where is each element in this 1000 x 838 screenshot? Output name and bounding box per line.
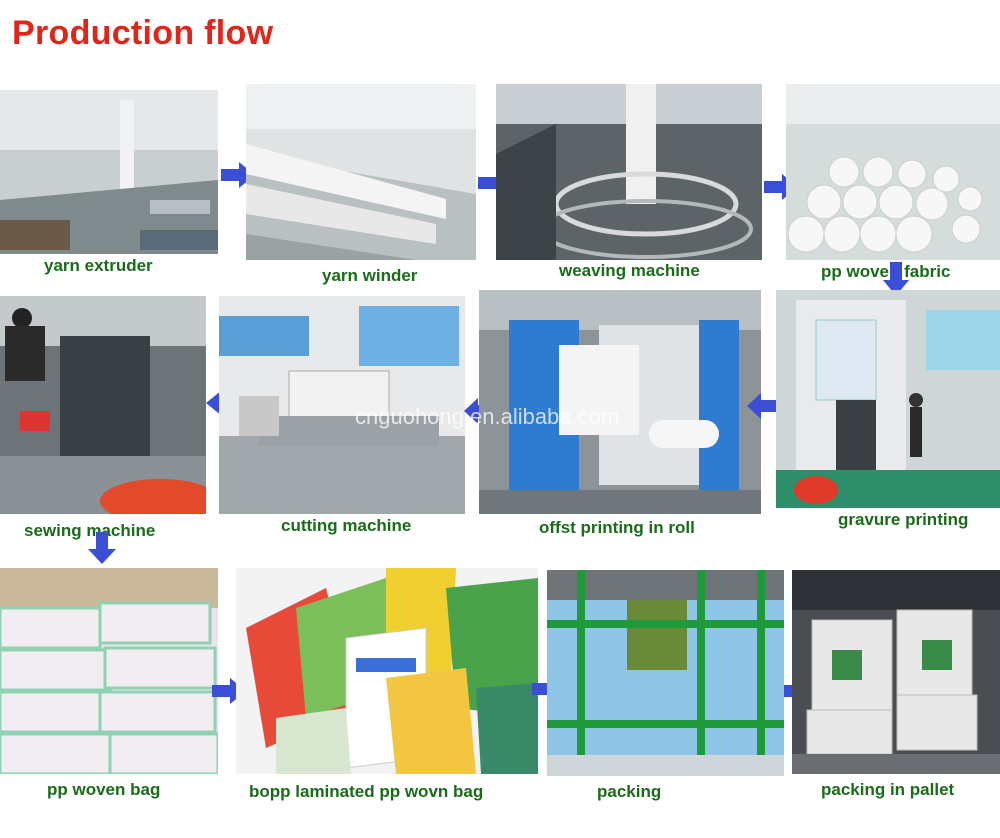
pp-woven-fabric-photo (786, 84, 1000, 260)
step-caption-yarn-winder: yarn winder (322, 266, 418, 285)
step-caption-sewing-machine: sewing machine (24, 521, 156, 540)
watermark: cnguohong.en.alibaba.com (355, 404, 620, 429)
step-caption-weaving-machine: weaving machine (559, 261, 700, 280)
packing-photo (547, 570, 784, 776)
weaving-machine-photo (496, 84, 762, 260)
step-caption-yarn-extruder: yarn extruder (44, 256, 153, 275)
step-caption-pp-woven-bag: pp woven bag (47, 780, 161, 799)
step-caption-gravure-printing: gravure printing (838, 510, 969, 529)
step-caption-bopp-bag: bopp laminated pp wovn bag (249, 782, 484, 801)
cutting-machine-photo (219, 296, 465, 514)
arrow-left-icon (747, 393, 777, 419)
packing-in-pallet-photo (792, 570, 1000, 774)
step-caption-packing: packing (597, 782, 662, 801)
step-caption-offset-printing: offst printing in roll (539, 518, 695, 537)
yarn-extruder-photo (0, 90, 218, 254)
arrow-down-icon (883, 262, 909, 296)
step-caption-packing-in-pallet: packing in pallet (821, 780, 955, 799)
offset-printing-photo (479, 290, 761, 514)
sewing-machine-photo (0, 296, 206, 514)
arrow-down-icon (88, 532, 116, 564)
pp-woven-bag-photo (0, 568, 218, 774)
gravure-printing-photo (776, 290, 1000, 508)
step-caption-cutting-machine: cutting machine (281, 516, 412, 535)
step-caption-pp-woven-fabric: pp woven fabric (821, 262, 951, 281)
bopp-bag-photo (236, 568, 538, 774)
page-title: Production flow (12, 14, 274, 52)
yarn-winder-photo (246, 84, 476, 260)
